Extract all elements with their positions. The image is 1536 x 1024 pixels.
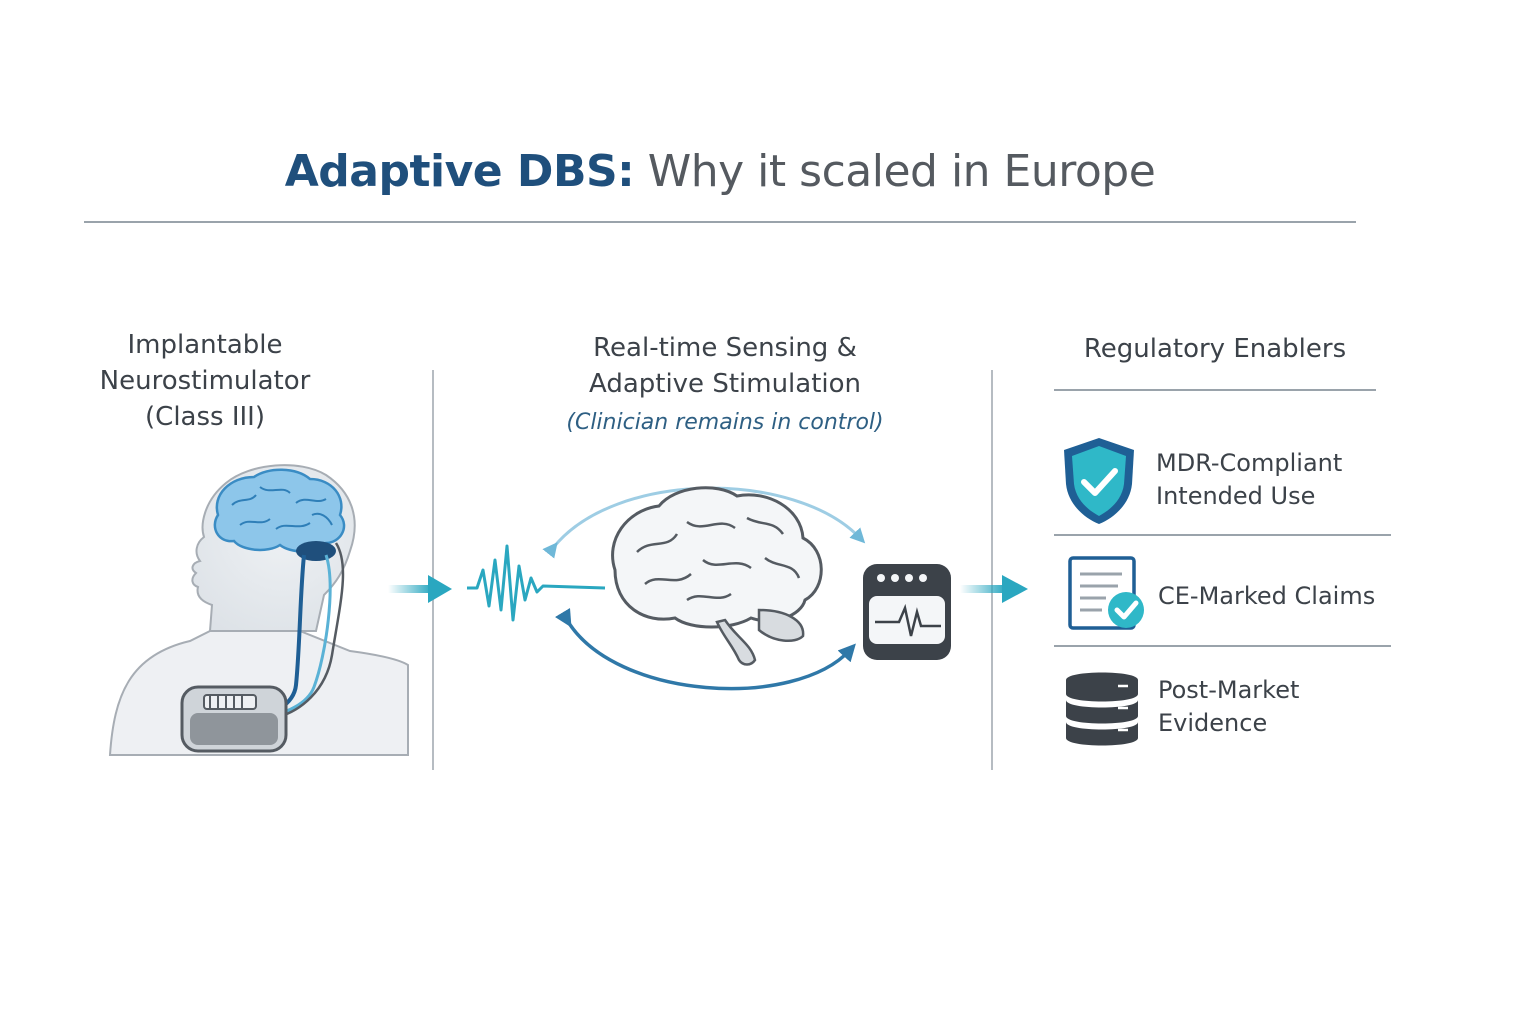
closed-loop-diagram: [467, 486, 951, 691]
flow-arrow-1: [388, 575, 452, 603]
database-icon: [1066, 672, 1138, 746]
reg-item-mdr: MDR-Compliant Intended Use: [1156, 447, 1342, 513]
reg-item-mdr-line2: Intended Use: [1156, 482, 1316, 510]
left-heading-line3: (Class III): [145, 402, 265, 432]
feedback-arc-bottom: [554, 607, 856, 691]
lead-wire-3: [277, 542, 345, 719]
brain-shape: [213, 468, 346, 553]
center-heading-line2: Adaptive Stimulation: [588, 369, 862, 399]
left-column-heading: Implantable Neurostimulator (Class III): [60, 327, 350, 435]
reg-item-pm-line1: Post-Market: [1158, 676, 1300, 704]
center-column-heading: Real-time Sensing & Adaptive Stimulation: [540, 330, 910, 402]
head-implant-illustration: [108, 464, 409, 756]
reg-item-ce: CE-Marked Claims: [1158, 582, 1376, 610]
center-subtitle: (Clinician remains in control): [566, 410, 884, 435]
column-divider-left: [432, 370, 434, 770]
column-divider-right: [991, 370, 993, 770]
reg-rule-2: [1054, 645, 1391, 647]
flow-arrow-2: [960, 575, 1028, 603]
right-heading-rule: [1054, 389, 1376, 391]
title-strong: Adaptive DBS:: [284, 146, 635, 197]
right-column-heading: Regulatory Enablers: [1083, 334, 1347, 364]
title-divider: [84, 221, 1356, 223]
brain-icon: [611, 486, 823, 666]
document-check-icon: [1068, 556, 1144, 630]
stimulator-device-icon: [863, 564, 951, 660]
shield-check-icon: [1064, 438, 1134, 524]
title-rest: Why it scaled in Europe: [634, 146, 1156, 197]
neural-signal-wave: [467, 544, 606, 622]
reg-item-mdr-line1: MDR-Compliant: [1156, 449, 1343, 477]
page-title: Adaptive DBS: Why it scaled in Europe: [0, 146, 1440, 197]
reg-item-pm-line2: Evidence: [1158, 709, 1268, 737]
left-heading-line1: Implantable: [127, 330, 283, 360]
left-heading-line2: Neurostimulator: [99, 366, 311, 396]
reg-item-pm: Post-Market Evidence: [1158, 674, 1299, 740]
center-heading-line1: Real-time Sensing &: [593, 333, 857, 363]
reg-rule-1: [1054, 534, 1391, 536]
